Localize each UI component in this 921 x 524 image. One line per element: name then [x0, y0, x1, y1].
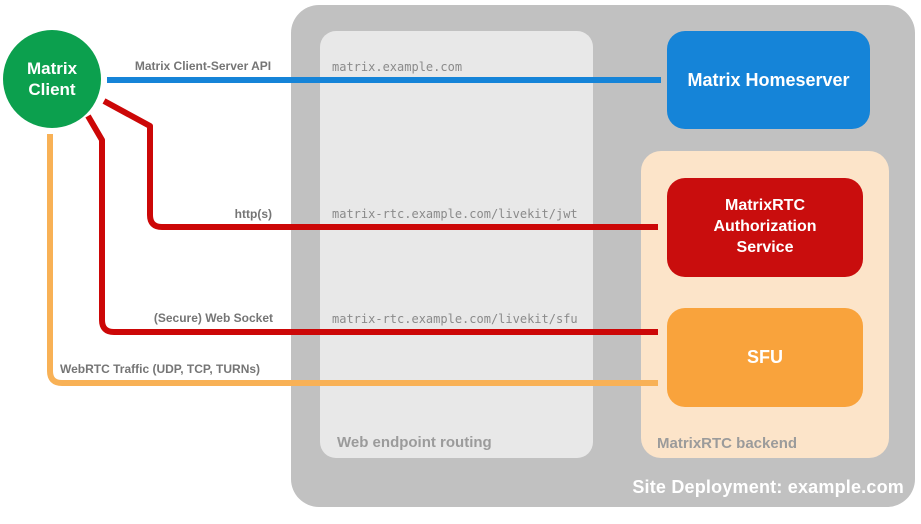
- matrix-homeserver-label: Matrix Homeserver: [687, 69, 850, 90]
- matrixrtc-backend-label: MatrixRTC backend: [657, 435, 798, 452]
- node-matrix-client: Matrix Client: [3, 30, 101, 128]
- endpoint-matrix-example-com: matrix.example.com: [332, 60, 463, 74]
- sfu-label: SFU: [747, 347, 783, 367]
- label-https: http(s): [234, 207, 272, 221]
- matrixrtc-authorization-service-label: MatrixRTC Authorization Service: [713, 197, 817, 256]
- endpoint-livekit-sfu: matrix-rtc.example.com/livekit/sfu: [332, 312, 578, 326]
- label-matrix-client-server-api: Matrix Client-Server API: [134, 59, 272, 73]
- label-secure-web-socket: (Secure) Web Socket: [153, 311, 273, 325]
- node-matrixrtc-authorization-service: MatrixRTC Authorization Service: [667, 178, 863, 277]
- web-endpoint-routing-container: Web endpoint routing: [320, 31, 593, 458]
- node-matrix-homeserver: Matrix Homeserver: [667, 31, 870, 129]
- matrix-client-label: Matrix Client: [26, 58, 78, 99]
- web-endpoint-routing-label: Web endpoint routing: [337, 434, 492, 451]
- site-deployment-label: Site Deployment: example.com: [632, 477, 904, 497]
- node-sfu: SFU: [667, 308, 863, 407]
- label-webrtc-traffic: WebRTC Traffic (UDP, TCP, TURNs): [60, 362, 261, 376]
- endpoint-livekit-jwt: matrix-rtc.example.com/livekit/jwt: [332, 207, 578, 221]
